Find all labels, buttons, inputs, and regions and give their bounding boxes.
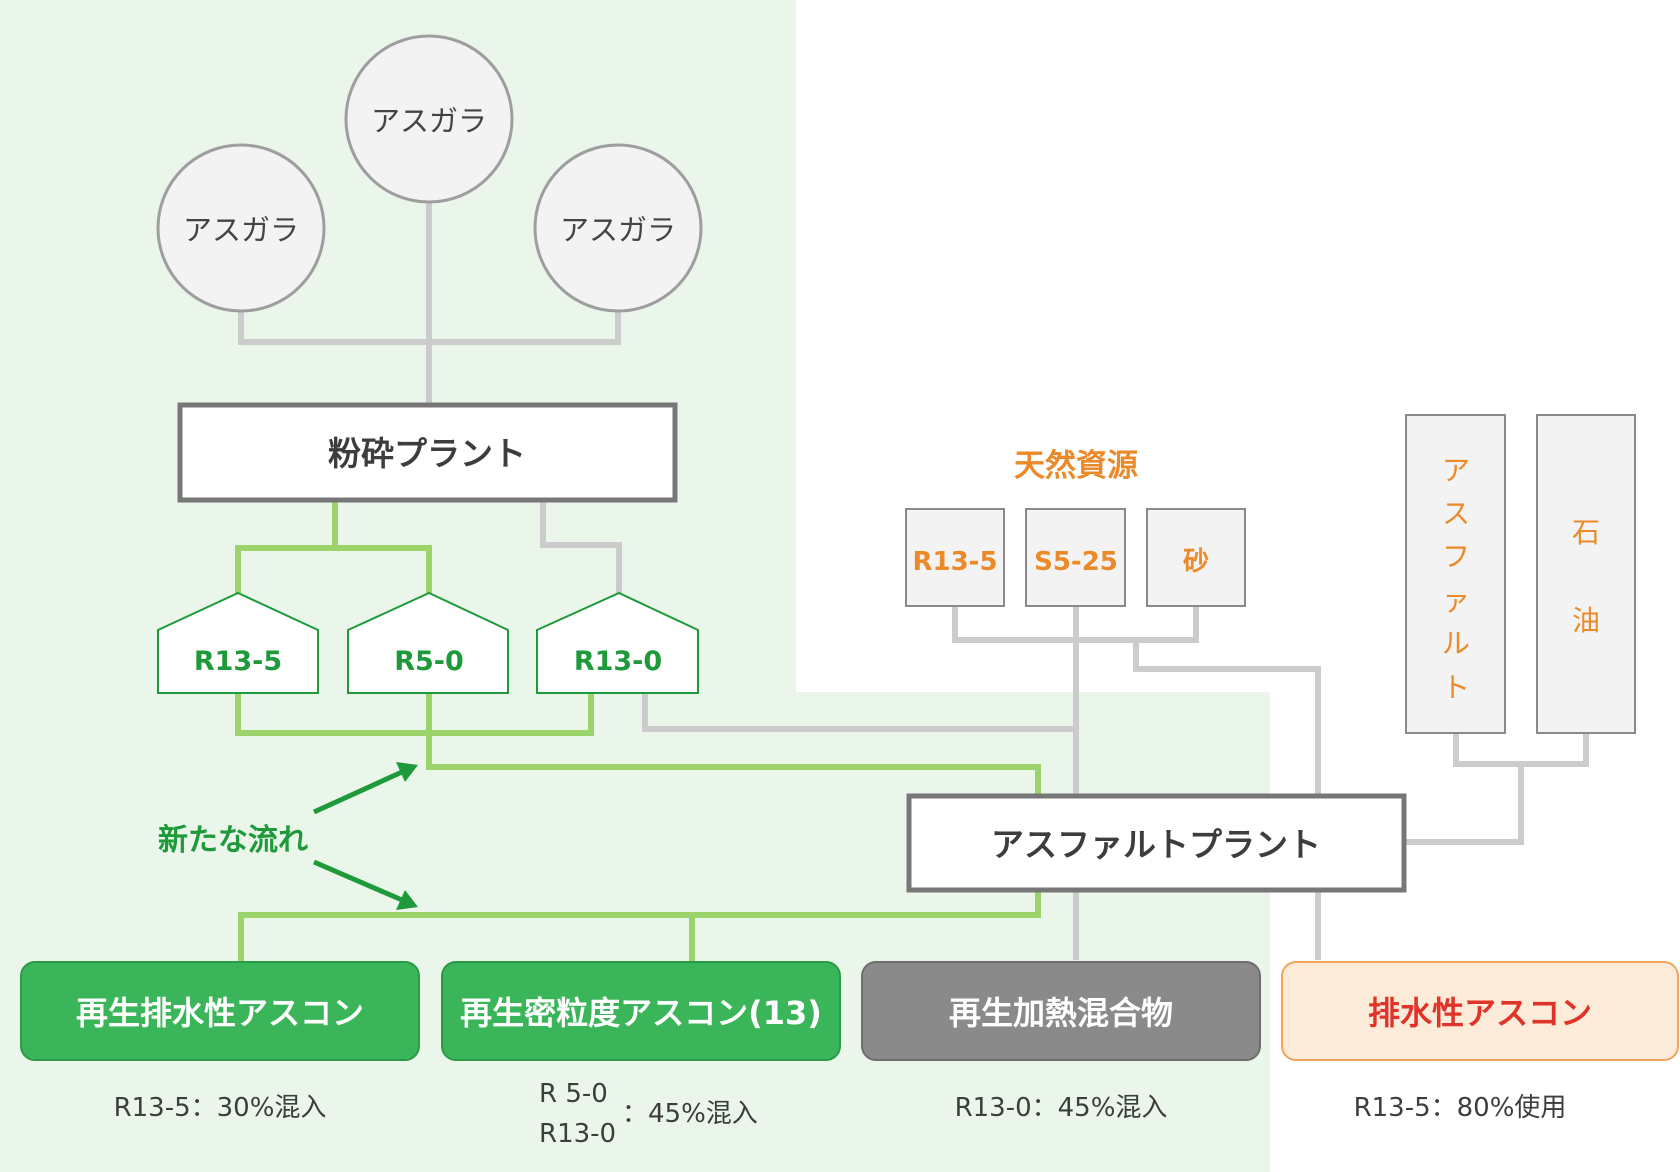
- recycled-bin-label: R5-0: [394, 646, 464, 677]
- product-note: R13-5：80%使用: [1354, 1093, 1567, 1123]
- product-note-line: R13-0: [539, 1119, 616, 1149]
- product-note-suffix: ：45%混入: [622, 1099, 758, 1129]
- new-flow-label: 新たな流れ: [158, 823, 308, 858]
- crusher-plant-box: 粉砕プラント: [177, 402, 678, 503]
- oil-material-char: 石: [1572, 516, 1600, 549]
- product-label: 再生密粒度アスコン(13): [460, 994, 822, 1032]
- asphalt-material-char: ア: [1442, 454, 1470, 487]
- recycled-bin: R13-0: [536, 591, 699, 694]
- asphalt-plant-box: アスファルトプラント: [906, 793, 1407, 893]
- gray-connectors: [238, 200, 1589, 960]
- source-circle: アスガラ: [344, 34, 514, 204]
- product-note: R13-0：45%混入: [955, 1093, 1168, 1123]
- source-label: アスガラ: [371, 104, 487, 138]
- product-label: 再生加熱混合物: [949, 994, 1173, 1032]
- product-label: 再生排水性アスコン: [76, 994, 364, 1032]
- oil-material-char: 油: [1572, 604, 1600, 637]
- natural-resource-label: R13-5: [912, 547, 997, 577]
- asphalt-material-char: ル: [1442, 627, 1470, 660]
- asphalt-material-char: フ: [1442, 540, 1470, 573]
- asphalt-material-box: ア ス フ ァ ル ト: [1405, 414, 1506, 734]
- product-note-line: R 5-0: [539, 1079, 608, 1109]
- green-connectors: [235, 500, 1041, 962]
- asphalt-material-char: ス: [1442, 497, 1470, 530]
- asphalt-plant-label: アスファルトプラント: [991, 825, 1321, 864]
- source-label: アスガラ: [560, 213, 676, 247]
- natural-resource-box: R13-5: [905, 508, 1005, 607]
- source-circle: アスガラ: [156, 143, 326, 313]
- product-recycled-porous-asphalt: 再生排水性アスコン: [20, 961, 420, 1061]
- source-circle: アスガラ: [533, 143, 703, 313]
- new-flow-arrow-down-icon: [313, 859, 418, 910]
- asphalt-material-char: ァ: [1442, 584, 1470, 617]
- product-recycled-dense-asphalt: 再生密粒度アスコン(13): [441, 961, 841, 1061]
- product-label: 排水性アスコン: [1368, 994, 1592, 1032]
- oil-material-box: 石 油: [1536, 414, 1636, 734]
- natural-resource-box: S5-25: [1025, 508, 1126, 607]
- asphalt-material-char: ト: [1442, 671, 1470, 704]
- product-recycled-heated-mixture: 再生加熱混合物: [861, 961, 1261, 1061]
- product-note: R13-5：30%混入: [114, 1093, 327, 1123]
- new-flow-arrow-up-icon: [312, 762, 418, 815]
- product-porous-asphalt: 排水性アスコン: [1281, 961, 1679, 1061]
- source-label: アスガラ: [183, 213, 299, 247]
- natural-resource-label: 砂: [1183, 547, 1209, 577]
- crusher-plant-label: 粉砕プラント: [328, 434, 526, 473]
- natural-resource-box: 砂: [1146, 508, 1246, 607]
- recycled-bin: R5-0: [347, 591, 509, 694]
- recycled-bin-label: R13-5: [194, 646, 282, 677]
- natural-resources-title: 天然資源: [1014, 448, 1138, 484]
- natural-resource-label: S5-25: [1034, 547, 1118, 577]
- recycled-bin: R13-5: [157, 591, 319, 694]
- recycled-bin-label: R13-0: [574, 646, 662, 677]
